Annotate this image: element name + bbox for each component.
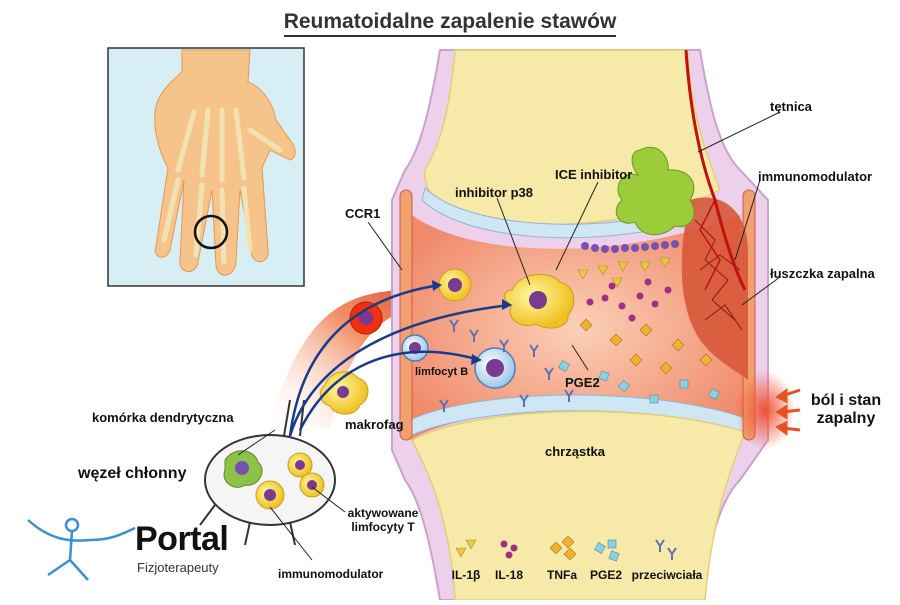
stream-cell-red [349, 301, 383, 335]
inhibitor-p38-cell [504, 273, 575, 329]
ice-inhibitor-cell [615, 147, 695, 236]
logo-wordmark: Portal [135, 520, 229, 558]
macrophage-cell [319, 371, 369, 415]
b-cell-small [401, 334, 429, 362]
label-tetnica: tętnica [770, 99, 812, 114]
joint-highlight-circle [193, 214, 229, 250]
yellow-cell-top [438, 268, 472, 302]
legend-antibody-icon [655, 539, 677, 560]
label-makrofag: makrofag [345, 417, 404, 432]
legend-il1b-icon [455, 539, 477, 558]
label-pge2: PGE2 [565, 375, 600, 390]
label-luszczka: łuszczka zapalna [770, 266, 875, 281]
label-ice-inhibitor: ICE inhibitor [555, 167, 633, 182]
legend-label-il18: IL-18 [494, 568, 523, 582]
legend-il18-icon [500, 540, 518, 559]
logo-figure-icon [27, 517, 136, 581]
label-immunomodulator-bottom: immunomodulator [278, 567, 384, 581]
label-bol: ból i stan zapalny [810, 392, 882, 428]
purple-cell-band [581, 240, 679, 253]
leader-lines [237, 111, 781, 561]
legend-label-il1b: IL-1β [451, 568, 481, 582]
page-title: Reumatoidalne zapalenie stawów [0, 10, 900, 37]
label-limfocyt-b: limfocyt B [415, 366, 469, 378]
label-inhibitor-p38: inhibitor p38 [455, 185, 533, 200]
label-immunomodulator-top: immunomodulator [758, 169, 873, 184]
legend-tnfa-icon [549, 535, 577, 561]
label-chrzastka: chrząstka [545, 444, 605, 459]
pain-arrows [775, 388, 801, 436]
legend-pge2-icon [594, 539, 620, 562]
synovial-membrane-left [399, 189, 413, 441]
il18-dots [586, 278, 672, 322]
il1b-triangles [577, 257, 671, 288]
artery [684, 49, 747, 291]
pannus [681, 197, 748, 380]
label-aktywowane-limfocyty: aktywowane limfocyty T [347, 506, 419, 534]
antibodies [439, 319, 574, 412]
arrowheads [432, 280, 512, 365]
hand-icon [154, 49, 296, 276]
legend-label-pge2: PGE2 [589, 568, 622, 582]
lymph-node [199, 399, 336, 546]
logo-subtitle: Fizjoterapeuty [137, 560, 219, 575]
label-ccr1: CCR1 [345, 206, 381, 221]
migration-arrows [288, 283, 511, 437]
b-cell [474, 347, 516, 389]
legend-label-tnfa: TNFa [547, 568, 577, 582]
legend-label-przeciwciala: przeciwciała [631, 568, 703, 582]
tnfa-diamonds [579, 318, 713, 375]
lower-bone [410, 410, 746, 601]
legend-icons [455, 535, 677, 562]
pge2-squares [558, 360, 720, 404]
label-komorka-dendrytyczna: komórka dendrytyczna [92, 410, 234, 425]
cell-migration-stream [270, 290, 440, 430]
hand-inset [107, 47, 305, 287]
label-wezel-chlonny: węzeł chłonny [78, 465, 187, 482]
